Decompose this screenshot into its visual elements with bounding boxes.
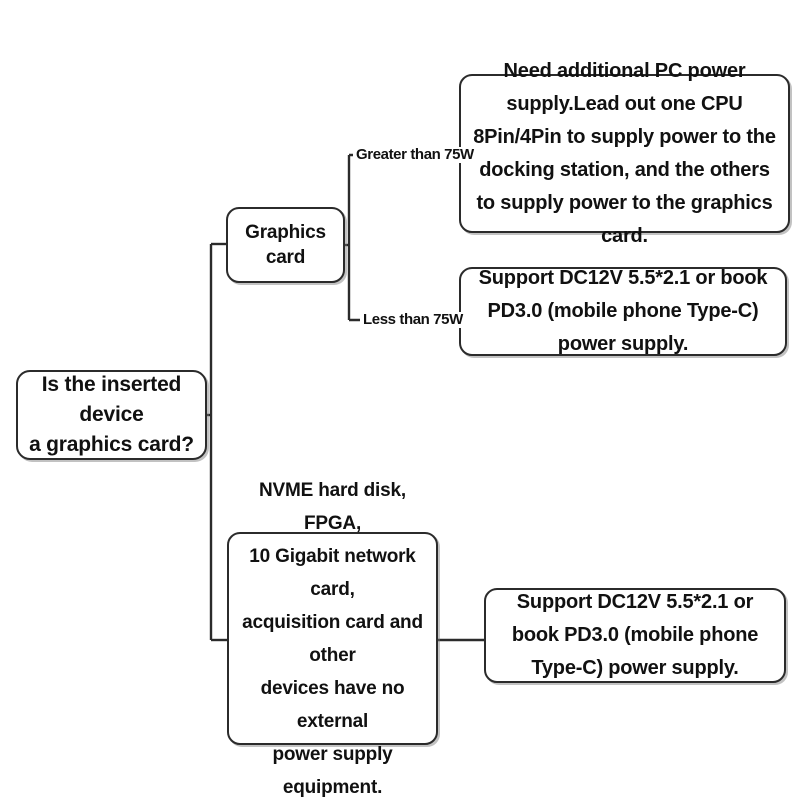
node-other-devices-label: NVME hard disk, FPGA, 10 Gigabit network…: [242, 479, 423, 798]
edge-label-greater-than-75w: Greater than 75W: [353, 147, 477, 163]
node-less-75w-result[interactable]: Support DC12V 5.5*2.1 or book PD3.0 (mob…: [459, 267, 787, 356]
node-other-devices-result-label: Support DC12V 5.5*2.1 or book PD3.0 (mob…: [511, 591, 759, 679]
node-other-devices[interactable]: NVME hard disk, FPGA, 10 Gigabit network…: [227, 480, 438, 798]
edge-label-less-than-75w: Less than 75W: [360, 312, 466, 328]
node-less-75w-result-label: Support DC12V 5.5*2.1 or book PD3.0 (mob…: [478, 267, 768, 355]
node-greater-75w-result[interactable]: Need additional PC power supply.Lead out…: [459, 60, 790, 247]
node-greater-75w-result-label: Need additional PC power supply.Lead out…: [473, 59, 776, 247]
node-root-question-label: Is the inserted device a graphics card?: [29, 373, 194, 456]
node-root-question[interactable]: Is the inserted device a graphics card?: [16, 370, 207, 460]
node-graphics-card[interactable]: Graphics card: [226, 207, 345, 283]
node-graphics-card-label: Graphics card: [245, 222, 326, 268]
node-other-devices-result[interactable]: Support DC12V 5.5*2.1 or book PD3.0 (mob…: [484, 588, 786, 683]
